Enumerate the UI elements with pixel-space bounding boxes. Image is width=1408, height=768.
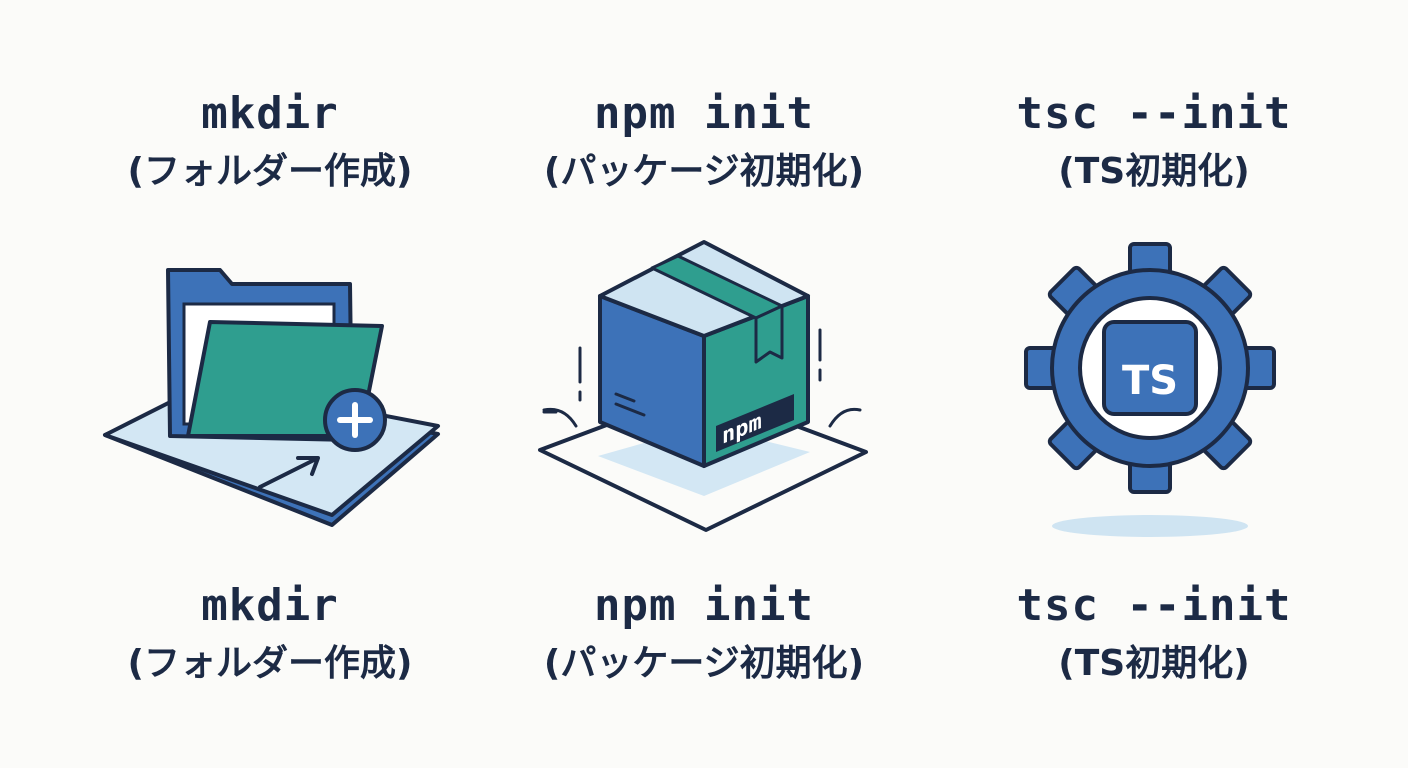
step-tsc-init: tsc --init (TS初期化) TS: [944, 0, 1364, 768]
command-description: (TS初期化): [1058, 151, 1250, 192]
command-label: npm init: [594, 580, 814, 631]
ts-logo-text: TS: [1122, 358, 1178, 404]
command-label: npm init: [594, 88, 814, 139]
command-description: (フォルダー作成): [127, 151, 413, 192]
command-description: (パッケージ初期化): [543, 643, 865, 684]
npm-package-icon: npm: [494, 230, 914, 550]
typescript-gear-icon: TS: [944, 230, 1364, 550]
step-npm-init: npm init (パッケージ初期化): [494, 0, 914, 768]
command-label: tsc --init: [1016, 580, 1292, 631]
step-mkdir: mkdir (フォルダー作成) mkdir (フォルダー作成): [60, 0, 480, 768]
command-description: (パッケージ初期化): [543, 151, 865, 192]
command-description: (フォルダー作成): [127, 643, 413, 684]
folder-plus-icon: [60, 230, 480, 550]
command-description: (TS初期化): [1058, 643, 1250, 684]
command-label: tsc --init: [1016, 88, 1292, 139]
command-label: mkdir: [201, 88, 339, 139]
command-label: mkdir: [201, 580, 339, 631]
